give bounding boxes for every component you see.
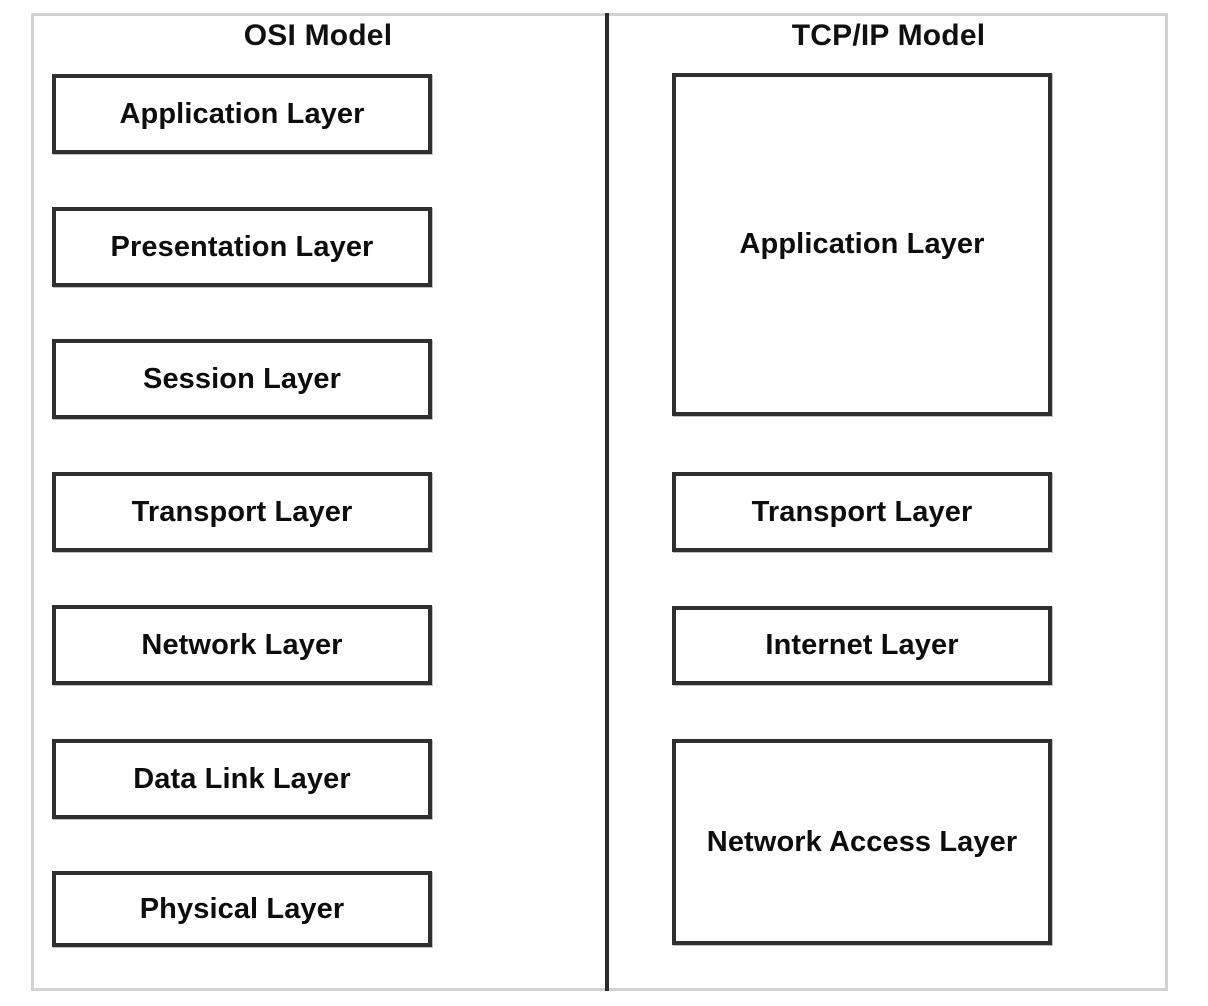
osi-layer-session-label: Session Layer [143, 362, 341, 395]
osi-layer-session: Session Layer [52, 339, 432, 419]
osi-layer-network-label: Network Layer [141, 628, 343, 661]
osi-layer-network: Network Layer [52, 605, 432, 685]
tcpip-layer-transport-label: Transport Layer [751, 495, 973, 528]
osi-model-column: OSI Model Application Layer Presentation… [31, 0, 605, 1006]
osi-layer-presentation-label: Presentation Layer [110, 230, 374, 263]
osi-model-title: OSI Model [243, 19, 393, 52]
tcpip-layer-network-access-label: Network Access Layer [706, 825, 1018, 858]
osi-layer-transport-label: Transport Layer [131, 495, 353, 528]
osi-layer-physical: Physical Layer [52, 871, 432, 947]
column-divider [605, 13, 609, 991]
osi-layer-physical-label: Physical Layer [139, 892, 345, 925]
osi-layer-data-link-label: Data Link Layer [133, 762, 351, 795]
osi-layer-presentation: Presentation Layer [52, 207, 432, 287]
tcpip-model-title: TCP/IP Model [791, 19, 986, 52]
tcpip-model-column: TCP/IP Model Application Layer Transport… [609, 0, 1168, 1006]
osi-layer-application: Application Layer [52, 74, 432, 154]
tcpip-layer-internet: Internet Layer [672, 606, 1052, 685]
tcpip-layer-network-access: Network Access Layer [672, 739, 1052, 945]
tcpip-layer-internet-label: Internet Layer [765, 629, 959, 661]
osi-layer-data-link: Data Link Layer [52, 739, 432, 819]
tcpip-layer-transport: Transport Layer [672, 472, 1052, 552]
osi-layer-transport: Transport Layer [52, 472, 432, 552]
osi-layer-application-label: Application Layer [119, 97, 365, 130]
tcpip-layer-application: Application Layer [672, 73, 1052, 416]
tcpip-layer-application-label: Application Layer [739, 228, 985, 260]
